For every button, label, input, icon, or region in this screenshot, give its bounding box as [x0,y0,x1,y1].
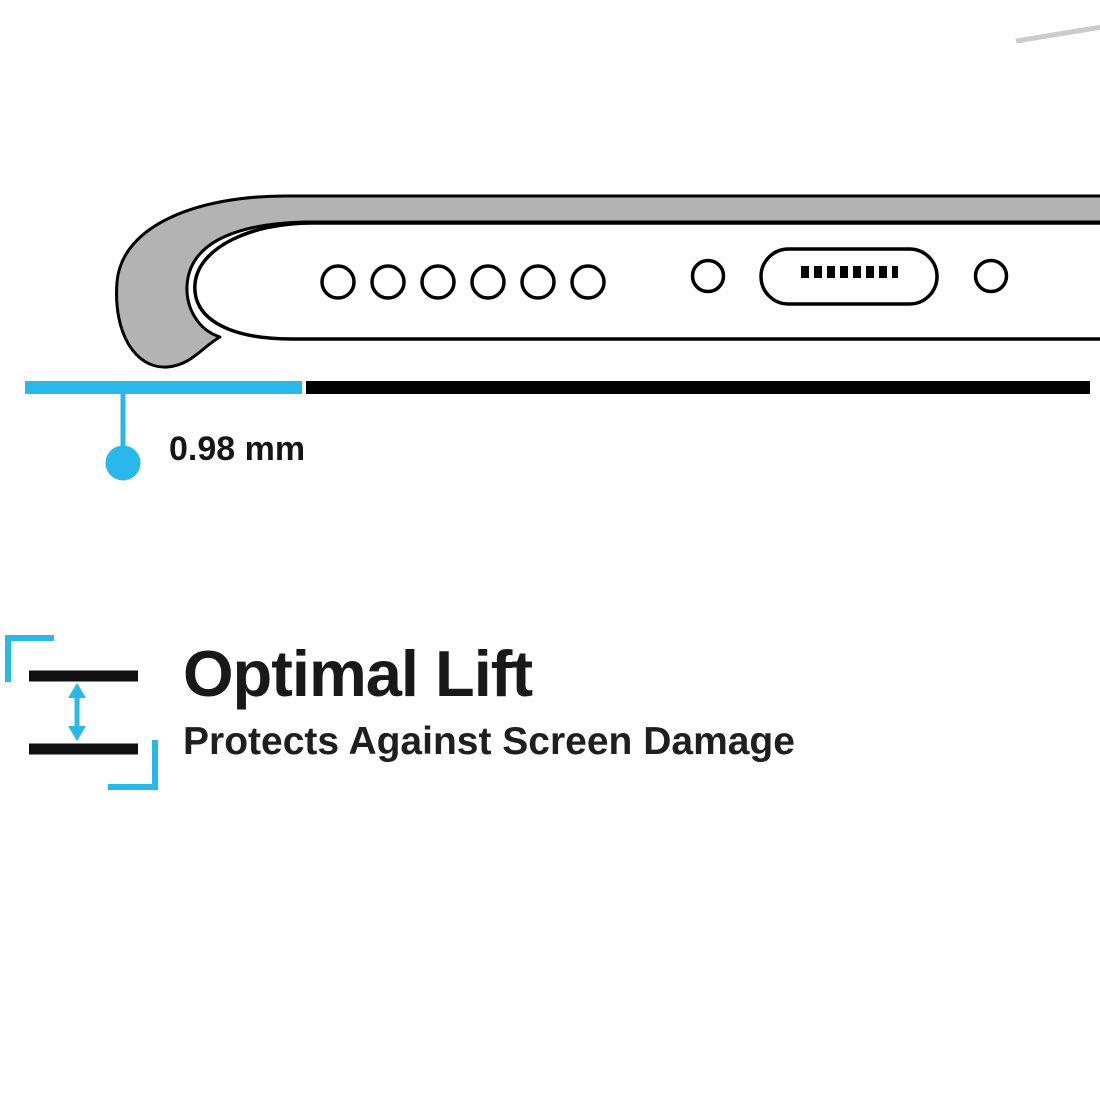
screw-hole-left [690,258,726,294]
vertical-arrows-icon [68,683,86,741]
screw-hole-right [973,258,1009,294]
feature-title: Optimal Lift [183,637,533,710]
charging-port-outline [759,247,939,306]
bracket-bottom-right-icon [108,740,158,790]
charging-port-icon [759,247,939,306]
baseline-line [306,381,1090,394]
measurement-pointer-dot [105,445,141,481]
cropped-image-artifact [1015,24,1100,44]
speaker-holes [320,264,606,300]
speaker-hole [320,264,356,300]
speaker-hole [470,264,506,300]
lift-gap-highlight-line [25,381,302,394]
case-bumper [115,194,1100,369]
bracket-top-left-icon [5,635,54,682]
measurement-label: 0.98 mm [169,430,305,468]
speaker-hole [520,264,556,300]
speaker-hole [370,264,406,300]
phone-case-cross-section: 0.98 mm [25,24,1100,481]
feature-subtitle: Protects Against Screen Damage [183,720,795,764]
speaker-hole [570,264,606,300]
speaker-hole [420,264,456,300]
lift-icon [5,635,158,790]
feature-text-block: Optimal Lift Protects Against Screen Dam… [183,637,1083,764]
